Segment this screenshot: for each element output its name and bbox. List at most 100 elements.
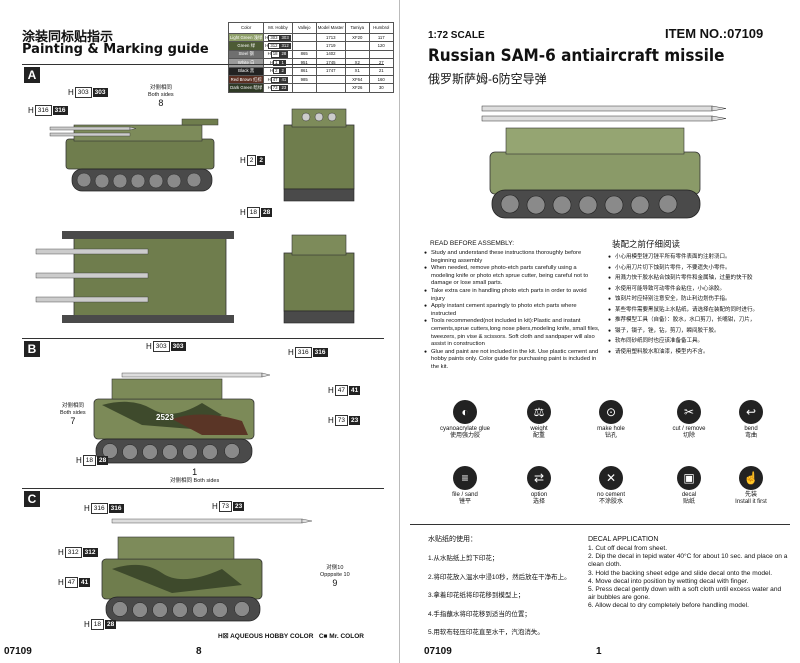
decal-step: 4. Move decal into position by wetting d… <box>588 577 749 585</box>
callout-c-dark-green: H 73 23 <box>212 501 245 512</box>
section-letter-a: A <box>24 67 40 83</box>
aqueous-code: 312 <box>64 547 82 558</box>
paint-tamiya-code <box>344 41 370 51</box>
page-number-right: 1 <box>596 646 602 657</box>
decal-step-cn: 4.手指蘸水将印花移到适当的位置； <box>428 610 531 618</box>
note-cn: 对侧相同 <box>170 477 193 484</box>
paint-model-master-code <box>315 83 346 93</box>
section-letter-b: B <box>24 341 40 357</box>
marking-section-c: C H 316 316 H 73 23 H 312 312 <box>22 488 384 634</box>
hobby-color-prefix: H <box>240 156 246 165</box>
decal-steps: 1. Cut off decal from sheet. 2. Dip the … <box>588 545 788 611</box>
symbol-label: cut / remove <box>672 426 706 432</box>
decal-step-cn: 5.用软布轻压印花直至水干，汽泡消失。 <box>428 629 544 636</box>
mr-color-code: 41 <box>79 578 91 587</box>
symbol-label-cn: 不涂胶水 <box>598 498 623 505</box>
paint-color-cn: 暗绿 <box>253 84 263 90</box>
decal-step: 5. Press decal gently down with a soft c… <box>588 586 782 602</box>
callout-b-silver: H 316 316 <box>288 347 328 358</box>
read-before-item-cn: 推荐模型工具（自备）：胶水，水口剪刀，长嘴钳，刀片， <box>608 315 788 326</box>
symbol-label-cn: 弯曲 <box>744 432 757 439</box>
callout-b-red-brown: H 47 41 <box>328 385 361 396</box>
callout-a-black: H 2 2 <box>240 155 266 166</box>
aqueous-code: 73 <box>218 501 233 512</box>
aqueous-code: 73 <box>270 84 280 92</box>
paint-color-name: Light Green 浅绿 <box>227 32 265 43</box>
callout-c-green: H 312 312 <box>58 547 98 558</box>
install-first-icon: ☝ <box>739 466 763 490</box>
aqueous-code: 316 <box>34 105 52 116</box>
read-before-item-cn: 请使用塑料胶水和油漆，模型内不含。 <box>608 347 788 358</box>
decal-divider <box>410 524 790 525</box>
paint-humbrol-code: 30 <box>368 83 394 93</box>
paint-tamiya-code <box>344 49 370 60</box>
decal-step-cn: 1.从水贴纸上剪下印花； <box>428 555 499 562</box>
callout-b-dark-green: H 73 23 <box>328 415 361 426</box>
bend-icon: ↩ <box>739 400 763 424</box>
paint-model-master-code: 1402 <box>315 49 346 60</box>
paint-header-model-master: Model Master <box>315 22 346 34</box>
product-title-cn: 俄罗斯萨姆-6防空导弹 <box>428 72 547 86</box>
paint-color-en: Black <box>238 68 249 74</box>
mr-color-code: 23 <box>349 416 361 425</box>
read-before-item: Take extra care in handling photo etch p… <box>424 288 600 303</box>
hobby-color-prefix: H <box>76 456 82 465</box>
hobby-color-prefix: H <box>28 106 34 115</box>
option-icon: ⇄ <box>527 466 551 490</box>
paint-color-name: Steel 钢 <box>227 49 265 60</box>
paint-vallejo-code <box>291 41 317 51</box>
read-before-list: Study and understand these instructions … <box>424 250 600 372</box>
paint-header-mr-hobby: Mr. Hobby <box>263 22 293 34</box>
symbol-label-cn: 配重 <box>532 432 545 439</box>
product-title: Russian SAM-6 antiaircraft missile <box>428 46 725 66</box>
note-en: Both sides <box>60 409 86 416</box>
mr-color-code: 312 <box>279 42 291 50</box>
aqueous-code: 1 <box>273 59 280 67</box>
note-cn: 对侧相同 <box>149 85 172 91</box>
symbol-label: no cement <box>596 492 626 498</box>
mr-color-code: 312 <box>82 548 98 557</box>
symbol-file-sand: ≡ file / sand 锉平 <box>430 466 500 506</box>
aqueous-code: 18 <box>82 455 97 466</box>
paint-table-header: Color Mr. Hobby Vallejo Model Master Tam… <box>227 22 394 34</box>
aqueous-code: 2 <box>246 155 257 166</box>
note-en: Both sides <box>193 477 220 484</box>
decal-icon: ▣ <box>677 466 701 490</box>
decal-note-b-1: 对侧相同 Both sides 7 <box>60 403 86 427</box>
paint-humbrol-code: 120 <box>368 41 394 51</box>
symbol-label-cn: 贴纸 <box>682 498 695 505</box>
mr-color-code: 303 <box>170 342 186 351</box>
aqueous-code: 303 <box>152 341 170 352</box>
weight-icon: ⚖ <box>527 400 551 424</box>
mr-legend-swatch: ■ <box>323 633 330 640</box>
paint-model-master-code: 1719 <box>315 41 346 51</box>
decal-steps-cn: 1.从水贴纸上剪下印花； 2.将印花放入温水中浸10秒，然后放在干净布上。 3.… <box>428 550 571 643</box>
color-legend: H☒ AQUEOUS HOBBY COLOR C■ Mr. COLOR <box>218 632 364 640</box>
read-before-list-cn: 小心用模型锉刀锉平所有零件表面的注射浇口。 小心用刀片切下蚀刻片零件，不要遗失小… <box>608 252 788 357</box>
hull-number: 2523 <box>156 413 174 422</box>
mr-color-code: 303 <box>92 88 108 97</box>
mr-color-code: 316 <box>52 106 68 115</box>
aqueous-code: 303 <box>74 87 92 98</box>
symbol-label: option <box>530 492 548 498</box>
callout-a-light-green: H 303 303 <box>68 87 108 98</box>
paint-color-en: Green <box>237 42 250 48</box>
symbol-make-hole: ⊙ make hole 钻孔 <box>576 400 646 440</box>
aqueous-code: 2 <box>273 68 280 75</box>
aqueous-code: 47 <box>270 76 280 83</box>
read-before-heading: READ BEFORE ASSEMBLY: <box>430 240 515 247</box>
paint-color-cn: 钢 <box>249 51 254 57</box>
read-before-item-cn: 水使用可能导致可动零件会粘住，小心涂胶。 <box>608 284 788 295</box>
symbol-label-cn: 选择 <box>532 498 545 505</box>
read-before-item-cn: 小心用刀片切下蚀刻片零件，不要遗失小零件。 <box>608 263 788 274</box>
aqueous-code: 18 <box>270 51 280 58</box>
paint-humbrol-code: 117 <box>368 32 394 43</box>
paint-header-vallejo: Vallejo <box>291 22 317 34</box>
hobby-color-prefix: H <box>68 88 74 97</box>
paint-color-name: Green 绿 <box>227 41 265 51</box>
symbol-label: cyanoacrylate glue <box>439 426 491 432</box>
